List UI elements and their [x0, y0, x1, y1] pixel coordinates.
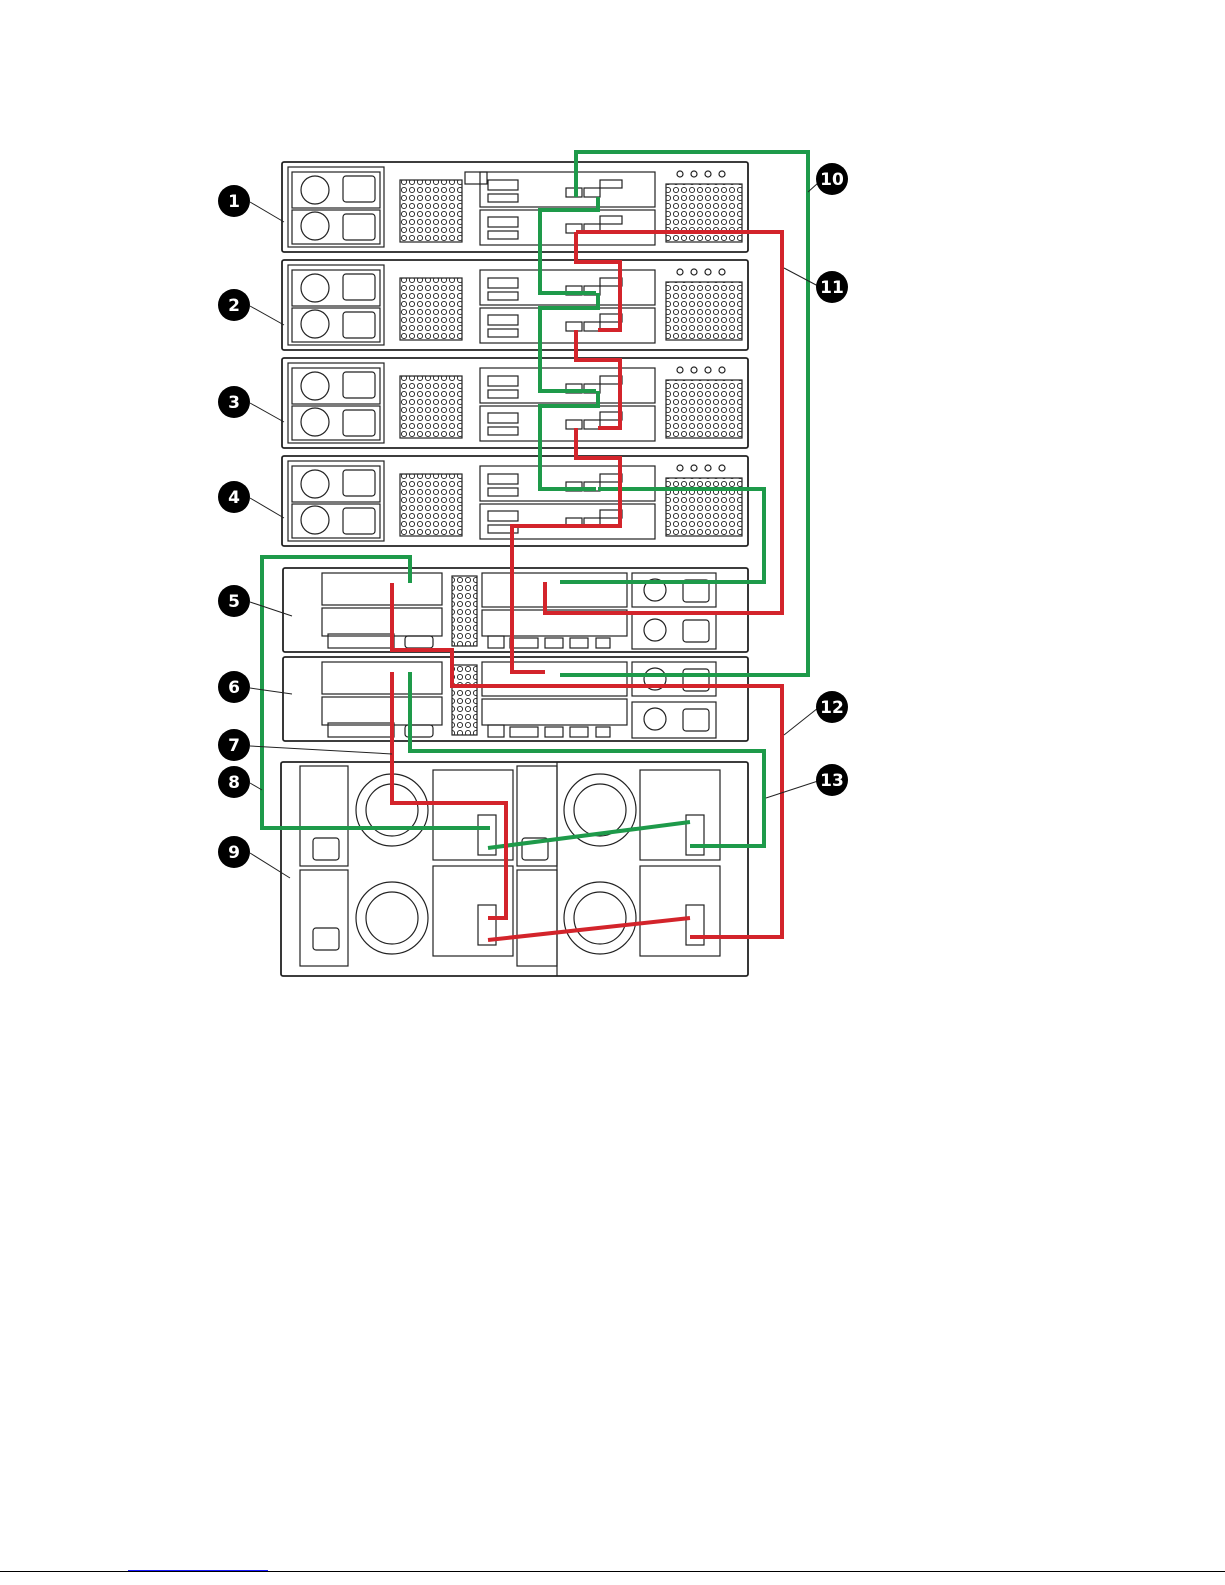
callout-label-8: 8 [228, 773, 240, 793]
callout-label-9: 9 [228, 843, 240, 863]
footer-link-underline [128, 1570, 268, 1571]
callout-label-4: 4 [228, 488, 240, 508]
footer-rule [0, 1571, 1225, 1572]
red-cable-chain-3 [576, 428, 620, 526]
server-6 [283, 657, 748, 741]
green-cable-chain-2 [540, 293, 598, 391]
large-disk-enclosure [281, 762, 748, 976]
red-cable-4-to-6 [512, 526, 598, 672]
callout-label-12: 12 [820, 698, 844, 718]
callout-label-7: 7 [228, 736, 240, 756]
servers [283, 568, 748, 741]
callout-label-13: 13 [820, 771, 844, 791]
callout-label-3: 3 [228, 393, 240, 413]
red-cable-9-cross [488, 918, 690, 940]
disk-enclosure-2 [282, 260, 748, 350]
callout-label-6: 6 [228, 678, 240, 698]
disk-enclosure-3 [282, 358, 748, 448]
disk-enclosure-4 [282, 456, 748, 546]
red-cable-chain-1 [576, 232, 620, 330]
green-cable-chain-3 [540, 391, 598, 489]
red-cable-11 [545, 232, 782, 613]
red-cable-chain-2 [576, 330, 620, 428]
callout-label-1: 1 [228, 192, 240, 212]
callout-label-11: 11 [820, 278, 844, 298]
callout-label-10: 10 [820, 170, 844, 190]
callout-label-5: 5 [228, 592, 240, 612]
callout-label-2: 2 [228, 296, 240, 316]
disk-enclosure-1 [282, 162, 748, 252]
